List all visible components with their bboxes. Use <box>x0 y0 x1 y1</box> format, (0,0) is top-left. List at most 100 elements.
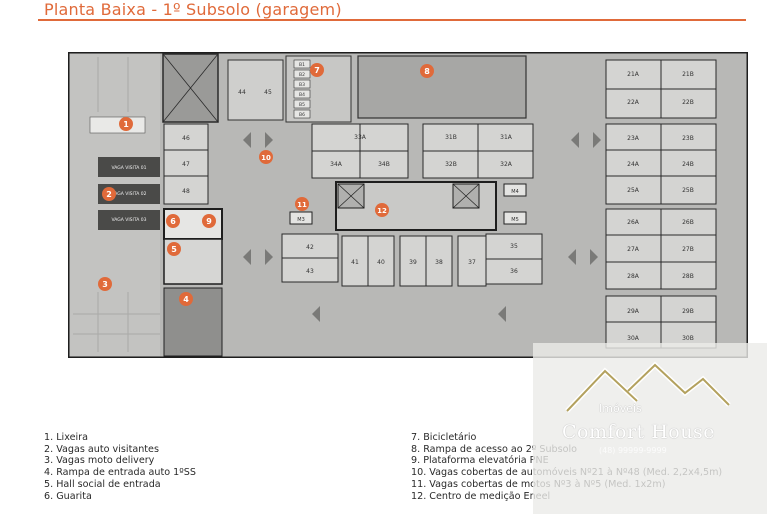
watermark-panel <box>533 343 767 514</box>
space-label: 32B <box>445 161 457 168</box>
marker-number: 8 <box>424 67 430 76</box>
legend-item: 4. Rampa de entrada auto 1ºSS <box>44 467 196 479</box>
marker-number: 10 <box>261 154 271 162</box>
marker-circle <box>119 117 133 131</box>
space-label: 26A <box>627 219 640 226</box>
marker-number: 3 <box>102 280 108 289</box>
space-label: 42 <box>306 244 314 251</box>
space-label: 22B <box>682 99 694 106</box>
legend-item: 2. Vagas auto visitantes <box>44 443 159 455</box>
space-label: 25A <box>627 187 640 194</box>
marker-number: 6 <box>170 217 176 226</box>
marker-circle <box>375 203 389 217</box>
space-label: 38 <box>435 259 443 266</box>
bike-rack <box>293 109 311 119</box>
page-title: Planta Baixa - 1º Subsolo (garagem) <box>44 0 342 19</box>
marker-circle <box>166 214 180 228</box>
space-label: 36 <box>510 268 518 275</box>
marker-number: 5 <box>171 245 177 254</box>
moto-spot <box>503 183 527 197</box>
space-label: 31B <box>445 134 457 141</box>
legend-item: 1. Lixeira <box>44 432 88 443</box>
space-label: 29B <box>682 308 694 315</box>
space-label: 25B <box>682 187 694 194</box>
moto-label: M3 <box>297 217 305 223</box>
title-underline <box>38 19 746 21</box>
marker-number: 9 <box>206 217 212 226</box>
marker-circle <box>295 197 309 211</box>
visitor-spot-label: VAGA VISITA 03 <box>111 217 146 223</box>
space-label: 21A <box>627 71 640 78</box>
ramp-2ss <box>357 55 527 119</box>
legend-item: 6. Guarita <box>44 490 92 502</box>
marker-7: 7 <box>310 63 324 77</box>
space-label: 33A <box>354 134 367 141</box>
space-label: 31A <box>500 134 513 141</box>
space-label: 28A <box>627 273 640 280</box>
spot-block-44-45 <box>227 59 284 121</box>
space-label: 27B <box>682 246 694 253</box>
space-label: 41 <box>351 259 359 266</box>
space-label: 47 <box>182 161 190 168</box>
space-label: 24B <box>682 161 694 168</box>
marker-circle <box>310 63 324 77</box>
marker-number: 4 <box>183 295 189 304</box>
marker-circle <box>167 242 181 256</box>
marker-12: 12 <box>375 203 389 217</box>
marker-circle <box>202 214 216 228</box>
marker-8: 8 <box>420 64 434 78</box>
bike-rack <box>293 99 311 109</box>
space-label: 34B <box>378 161 390 168</box>
marker-circle <box>179 292 193 306</box>
space-label: 37 <box>468 259 476 266</box>
space-label: 39 <box>409 259 417 266</box>
marker-circle <box>259 150 273 164</box>
stalls-left-column <box>163 123 209 205</box>
bike-rack-label: B4 <box>299 92 305 98</box>
watermark-contact: (48) 99999-9999 <box>599 446 667 455</box>
space-label: 28B <box>682 273 694 280</box>
marker-2: 2 <box>102 187 116 201</box>
marker-5: 5 <box>167 242 181 256</box>
legend-item: 12. Centro de medição Eneel <box>411 490 551 502</box>
marker-10: 10 <box>259 150 273 164</box>
marker-9: 9 <box>202 214 216 228</box>
legend-left: 1. Lixeira 2. Vagas auto visitantes 3. V… <box>44 432 196 502</box>
marker-4: 4 <box>179 292 193 306</box>
bike-rack <box>293 69 311 79</box>
lixeira-box <box>89 116 146 134</box>
moto-spot <box>289 211 313 225</box>
entrance-ramp <box>163 287 223 357</box>
visitor-spot-label: VAGA VISITA 01 <box>111 165 146 171</box>
driveway-lines <box>73 57 160 352</box>
space-label: 32A <box>500 161 513 168</box>
space-label: 48 <box>182 188 190 195</box>
space-label: 34A <box>330 161 343 168</box>
traffic-arrows <box>243 132 601 322</box>
space-label: 24A <box>627 161 640 168</box>
marker-3: 3 <box>98 277 112 291</box>
marker-11: 11 <box>295 197 309 211</box>
space-label: 45 <box>264 89 272 96</box>
driveway-left <box>70 54 160 356</box>
marker-number: 11 <box>297 201 307 209</box>
space-label: 30A <box>627 335 640 342</box>
watermark-subtitle: Imóveis <box>599 402 642 415</box>
space-label: 23A <box>627 135 640 142</box>
moto-label: M4 <box>511 189 519 195</box>
space-label: 22A <box>627 99 640 106</box>
space-label: 27A <box>627 246 640 253</box>
space-label: 44 <box>238 89 246 96</box>
space-label: 46 <box>182 135 190 142</box>
marker-number: 7 <box>314 66 320 75</box>
space-label: 21B <box>682 71 694 78</box>
bike-rack-label: B3 <box>299 82 305 88</box>
marker-number: 2 <box>106 190 112 199</box>
space-label: 35 <box>510 243 518 250</box>
marker-circle <box>102 187 116 201</box>
marker-number: 12 <box>377 207 387 215</box>
space-label: 26B <box>682 219 694 226</box>
marker-circle <box>420 64 434 78</box>
